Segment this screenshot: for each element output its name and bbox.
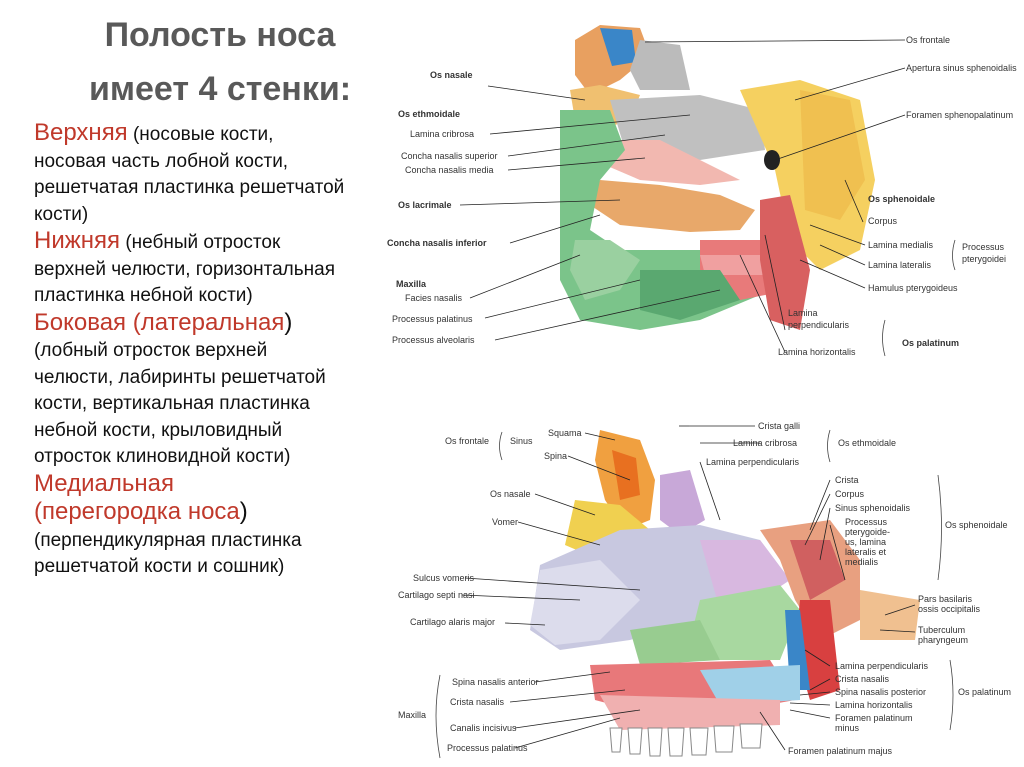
wall-lateral: Боковая (латеральная) (лобный отросток в… xyxy=(34,310,414,471)
wall-text: верхней челюсти, горизонтальная xyxy=(34,259,335,280)
label: Foramen palatinum xyxy=(835,713,913,723)
label: Facies nasalis xyxy=(405,293,463,303)
wall-heading-close: ) xyxy=(240,498,248,525)
label: Os sphenoidale xyxy=(868,194,935,204)
wall-text: челюсти, лабиринты решетчатой xyxy=(34,367,326,388)
label: Corpus xyxy=(835,489,865,499)
label: Hamulus pterygoideus xyxy=(868,283,958,293)
label: Os frontale xyxy=(906,35,950,45)
label: Processus palatinus xyxy=(392,314,473,324)
label: pharyngeum xyxy=(918,635,968,645)
label: Crista galli xyxy=(758,421,800,431)
label: Cartilago alaris major xyxy=(410,617,495,627)
wall-text: (носовые кости, xyxy=(128,124,274,145)
label: Os nasale xyxy=(430,70,473,80)
label: lateralis et xyxy=(845,547,887,557)
label: Spina xyxy=(544,451,567,461)
wall-medial: Медиальная (перегородка носа) (перпендик… xyxy=(34,471,414,581)
label: Lamina perpendicularis xyxy=(835,661,929,671)
label: Os ethmoidale xyxy=(398,109,460,119)
label: Processus palatinus xyxy=(447,743,528,753)
label: us, lamina xyxy=(845,537,886,547)
wall-text: (небный отросток xyxy=(120,232,280,253)
label: Crista xyxy=(835,475,859,485)
label: Os nasale xyxy=(490,489,531,499)
title-line-2: имеет 4 стенки: xyxy=(40,62,400,116)
label: Os palatinum xyxy=(958,687,1011,697)
label: ossis occipitalis xyxy=(918,604,981,614)
wall-upper: Верхняя (носовые кости, носовая часть ло… xyxy=(34,120,414,228)
wall-heading: Верхняя xyxy=(34,119,128,146)
wall-text: небной кости, крыловидный xyxy=(34,420,282,441)
label: perpendicularis xyxy=(788,320,850,330)
label: Lamina xyxy=(788,308,818,318)
wall-heading: Медиальная xyxy=(34,470,174,497)
label: Os ethmoidale xyxy=(838,438,896,448)
label: Os sphenoidale xyxy=(945,520,1008,530)
label: medialis xyxy=(845,557,879,567)
wall-text: решетчатая пластинка решетчатой xyxy=(34,177,344,198)
label: Lamina medialis xyxy=(868,240,934,250)
wall-text: (лобный отросток верхней xyxy=(34,340,267,361)
wall-text: кости) xyxy=(34,204,88,225)
label: Lamina horizontalis xyxy=(778,347,856,357)
label: minus xyxy=(835,723,860,733)
label: Squama xyxy=(548,428,582,438)
wall-text: (перпендикулярная пластинка xyxy=(34,530,302,551)
walls-list: Верхняя (носовые кости, носовая часть ло… xyxy=(34,120,414,581)
label: Corpus xyxy=(868,216,898,226)
label: Spina nasalis anterior xyxy=(452,677,539,687)
label: Lamina cribrosa xyxy=(733,438,797,448)
label: Lamina cribrosa xyxy=(410,129,474,139)
label: Lamina perpendicularis xyxy=(706,457,800,467)
wall-heading-close: ) xyxy=(284,309,292,336)
label: Sulcus vomeris xyxy=(413,573,475,583)
wall-text: отросток клиновидной кости) xyxy=(34,446,290,467)
label: Processus alveolaris xyxy=(392,335,475,345)
label: pterygoidei xyxy=(962,254,1006,264)
label: Os frontale xyxy=(445,436,489,446)
label: Vomer xyxy=(492,517,518,527)
septum-figure: Crista galli Squama Os frontale Sinus La… xyxy=(380,415,1024,767)
wall-heading: Боковая (латеральная xyxy=(34,309,284,336)
lateral-wall-illustration xyxy=(560,25,875,330)
label: Maxilla xyxy=(398,710,426,720)
label: Concha nasalis inferior xyxy=(387,238,487,248)
wall-text: решетчатой кости и сошник) xyxy=(34,556,284,577)
label: Processus xyxy=(962,242,1005,252)
septum-illustration xyxy=(530,430,920,730)
label: Os lacrimale xyxy=(398,200,452,210)
label: Lamina horizontalis xyxy=(835,700,913,710)
label: Os palatinum xyxy=(902,338,959,348)
label: Tuberculum xyxy=(918,625,965,635)
wall-heading-2: (перегородка носа xyxy=(34,498,240,525)
label: Cartilago septi nasi xyxy=(398,590,475,600)
title-line-1: Полость носа xyxy=(40,8,400,62)
label: Spina nasalis posterior xyxy=(835,687,926,697)
label: Apertura sinus sphenoidalis xyxy=(906,63,1017,73)
label: Sinus xyxy=(510,436,533,446)
label: Canalis incisivus xyxy=(450,723,517,733)
label: Sinus sphenoidalis xyxy=(835,503,911,513)
wall-lower: Нижняя (небный отросток верхней челюсти,… xyxy=(34,228,414,310)
wall-text: кости, вертикальная пластинка xyxy=(34,393,310,414)
label: Foramen palatinum majus xyxy=(788,746,893,756)
wall-text: пластинка небной кости) xyxy=(34,285,253,306)
label: Crista nasalis xyxy=(835,674,890,684)
slide-title: Полость носа имеет 4 стенки: xyxy=(40,8,400,116)
lateral-wall-figure: Os frontale Os nasale Apertura sinus sph… xyxy=(380,25,1024,370)
label: Processus xyxy=(845,517,888,527)
septum-teeth xyxy=(610,724,762,756)
wall-heading: Нижняя xyxy=(34,227,120,254)
label: Maxilla xyxy=(396,279,427,289)
label: Concha nasalis superior xyxy=(401,151,498,161)
label: Foramen sphenopalatinum xyxy=(906,110,1013,120)
label: Crista nasalis xyxy=(450,697,505,707)
label: Concha nasalis media xyxy=(405,165,494,175)
wall-text: носовая часть лобной кости, xyxy=(34,151,288,172)
label: Pars basilaris xyxy=(918,594,973,604)
label: pterygoide- xyxy=(845,527,890,537)
label: Lamina lateralis xyxy=(868,260,932,270)
